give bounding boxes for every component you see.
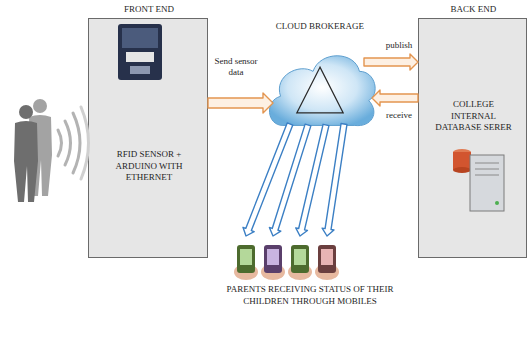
person-head xyxy=(19,105,33,119)
board-chip xyxy=(126,52,154,62)
panel-heading: BACK END xyxy=(419,4,528,16)
panel-text: COLLEGE INTERNAL DATABASE SERER xyxy=(434,99,513,134)
phone-screen xyxy=(321,249,333,265)
flow-arrow xyxy=(372,90,418,106)
phone xyxy=(318,245,336,273)
cloud-outline xyxy=(262,36,378,140)
server-icon xyxy=(453,149,504,211)
flow-arrow xyxy=(243,123,293,236)
flow-arrow xyxy=(296,124,329,236)
board xyxy=(118,24,162,80)
server-slot xyxy=(475,169,499,170)
phone-screen xyxy=(294,249,306,265)
server-slot xyxy=(475,175,499,176)
panel-text: RFID SENSOR + ARDUINO WITH ETHERNET xyxy=(111,149,187,184)
person-head xyxy=(33,99,47,113)
cloud-heading: CLOUD BROKERAGE xyxy=(250,21,390,33)
flow-arrow xyxy=(322,124,347,236)
wave xyxy=(58,130,62,156)
phone xyxy=(291,245,309,273)
people xyxy=(14,99,52,202)
edge-label: Send sensor data xyxy=(211,56,261,78)
mobile-phones xyxy=(234,245,339,280)
server-light xyxy=(495,201,499,205)
phone xyxy=(237,245,255,273)
cloud-shape: CLOUD BROKERAGE xyxy=(262,36,378,140)
panel-heading: FRONT END xyxy=(89,4,209,16)
back-end-panel: BACK ENDCOLLEGE INTERNAL DATABASE SERER xyxy=(418,18,527,258)
server-slot xyxy=(475,163,499,164)
database-bottom xyxy=(453,167,471,173)
wave xyxy=(81,107,89,179)
person-body xyxy=(14,121,38,202)
wave xyxy=(73,113,80,173)
caption-text: PARENTS RECEIVING STATUS OF THEIR CHILDR… xyxy=(215,284,405,307)
cloud-body xyxy=(269,56,375,126)
edge-label: receive xyxy=(380,110,418,121)
signal-waves xyxy=(58,107,89,179)
edge-label: publish xyxy=(380,40,418,51)
wave xyxy=(65,121,71,165)
phone-screen xyxy=(240,249,252,265)
server-tower xyxy=(470,155,504,211)
board-connector xyxy=(130,66,150,74)
board-module xyxy=(122,28,158,48)
phone-screen xyxy=(267,249,279,265)
rfid-arduino-board xyxy=(118,24,162,80)
flow-arrow xyxy=(208,93,273,113)
broker-triangle xyxy=(297,67,343,113)
phone xyxy=(264,245,282,273)
flow-arrow xyxy=(364,54,418,70)
